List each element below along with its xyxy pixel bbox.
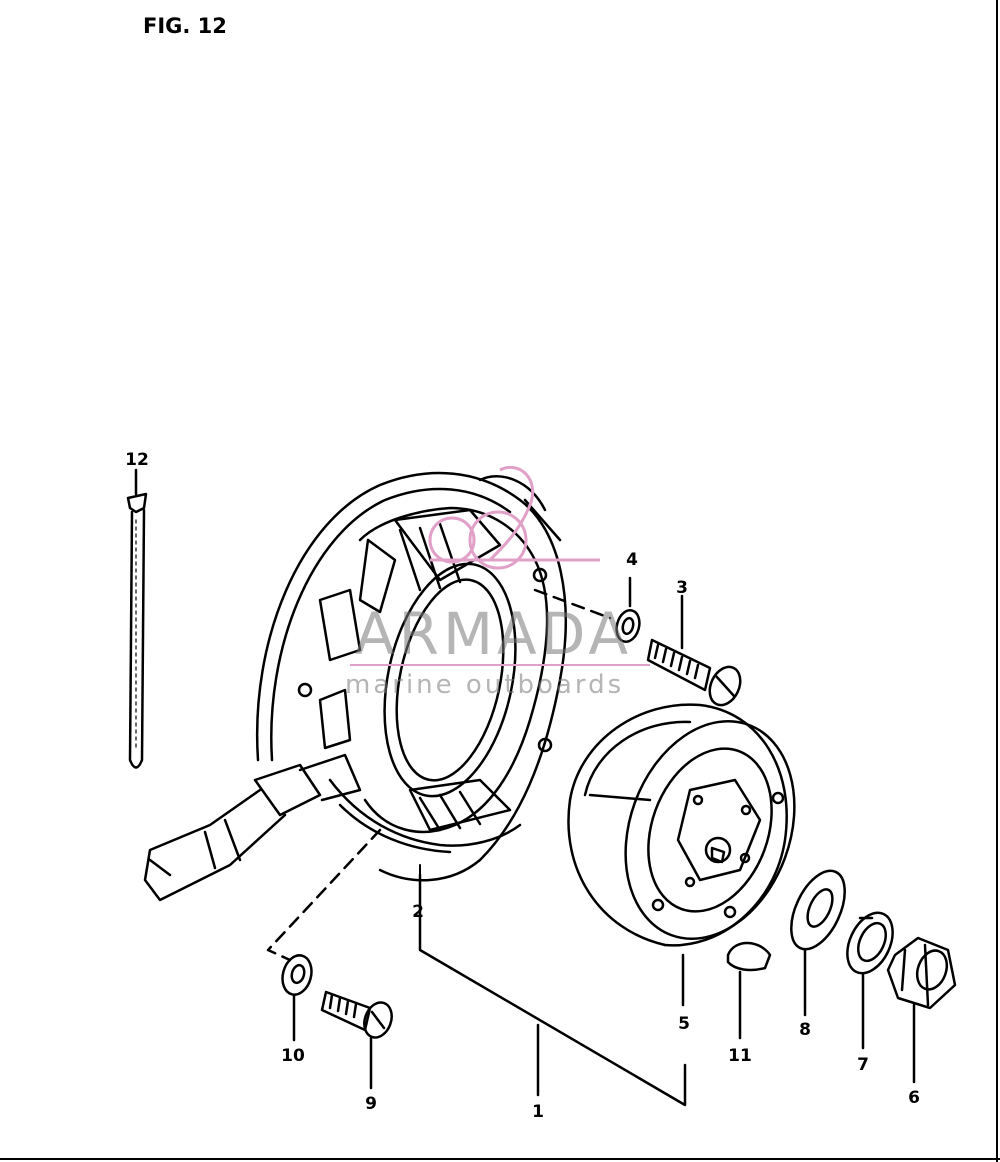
callout-12: 12 xyxy=(125,450,149,470)
washer-part-8 xyxy=(790,869,846,1017)
key-part-11 xyxy=(726,941,772,1040)
callout-3: 3 xyxy=(676,578,688,598)
watermark-word: ARMADA xyxy=(355,600,633,668)
callout-10: 10 xyxy=(281,1046,305,1066)
callout-9: 9 xyxy=(365,1094,377,1114)
washer-part-10 xyxy=(281,954,313,1042)
frame-bottom-border xyxy=(0,1158,1000,1160)
frame-right-border xyxy=(996,0,998,1162)
watermark-tagline: marine outboards xyxy=(345,670,625,700)
flywheel-part-5 xyxy=(567,703,796,1007)
lockwasher-part-7 xyxy=(846,911,894,1050)
callout-6: 6 xyxy=(908,1088,920,1108)
screw-part-3 xyxy=(646,594,742,707)
wire-lead xyxy=(143,753,362,902)
callout-4: 4 xyxy=(626,550,638,570)
callout-8: 8 xyxy=(799,1020,811,1040)
callout-2: 2 xyxy=(412,902,424,922)
figure-title: FIG. 12 xyxy=(143,14,227,38)
callout-7: 7 xyxy=(857,1055,869,1075)
assembly-bracket-part-1 xyxy=(418,864,687,1107)
screw-part-9 xyxy=(320,990,393,1090)
washer-part-4 xyxy=(615,576,641,643)
watermark-logo xyxy=(350,466,650,666)
nut-part-6 xyxy=(886,936,957,1084)
callout-1: 1 xyxy=(532,1102,544,1122)
callout-11: 11 xyxy=(728,1046,752,1066)
cable-tie-part-12 xyxy=(126,468,148,769)
callout-5: 5 xyxy=(678,1014,690,1034)
stator-plate-part-2 xyxy=(255,471,567,882)
